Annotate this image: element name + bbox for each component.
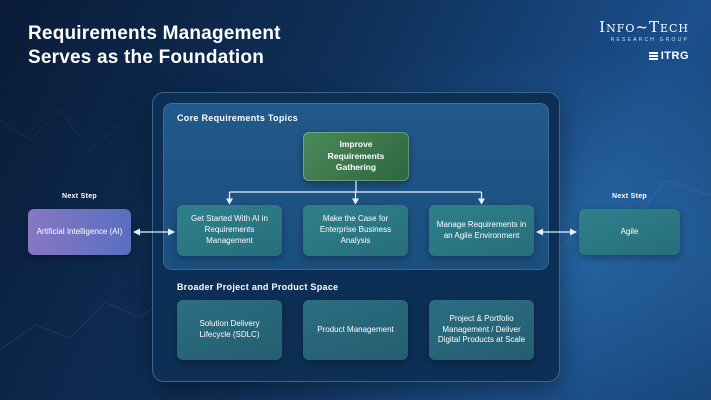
itrg-logo: ITRG bbox=[599, 50, 689, 62]
improve-requirements-gathering-box[interactable]: Improve Requirements Gathering bbox=[303, 132, 409, 181]
product-management-box[interactable]: Product Management bbox=[303, 300, 408, 360]
page-title-line1: Requirements Management bbox=[28, 23, 281, 44]
make-the-case-box[interactable]: Make the Case for Enterprise Business An… bbox=[303, 205, 408, 256]
itrg-bars-icon bbox=[648, 51, 658, 61]
next-step-left-label: Next Step bbox=[62, 193, 97, 200]
get-started-with-ai-box[interactable]: Get Started With AI in Requirements Mana… bbox=[177, 205, 282, 256]
manage-requirements-agile-box[interactable]: Manage Requirements in an Agile Environm… bbox=[429, 205, 534, 256]
itrg-logo-text: ITRG bbox=[660, 50, 689, 62]
broader-space-label: Broader Project and Product Space bbox=[177, 282, 339, 292]
agile-box[interactable]: Agile bbox=[579, 209, 680, 255]
infotech-logo: Info~Tech RESEARCH GROUP ITRG bbox=[599, 18, 689, 63]
infotech-logo-subtitle: RESEARCH GROUP bbox=[610, 37, 689, 43]
core-topics-label: Core Requirements Topics bbox=[177, 113, 299, 123]
sdlc-box[interactable]: Solution Delivery Lifecycle (SDLC) bbox=[177, 300, 282, 360]
ppm-deliver-digital-box[interactable]: Project & Portfolio Management / Deliver… bbox=[429, 300, 534, 360]
infotech-logo-wordmark: Info~Tech bbox=[599, 18, 689, 36]
next-step-right-label: Next Step bbox=[612, 193, 647, 200]
page-title: Requirements Management Serves as the Fo… bbox=[28, 22, 281, 70]
page-title-line2: Serves as the Foundation bbox=[28, 46, 265, 68]
artificial-intelligence-box[interactable]: Artificial Intelligence (AI) bbox=[28, 209, 131, 255]
